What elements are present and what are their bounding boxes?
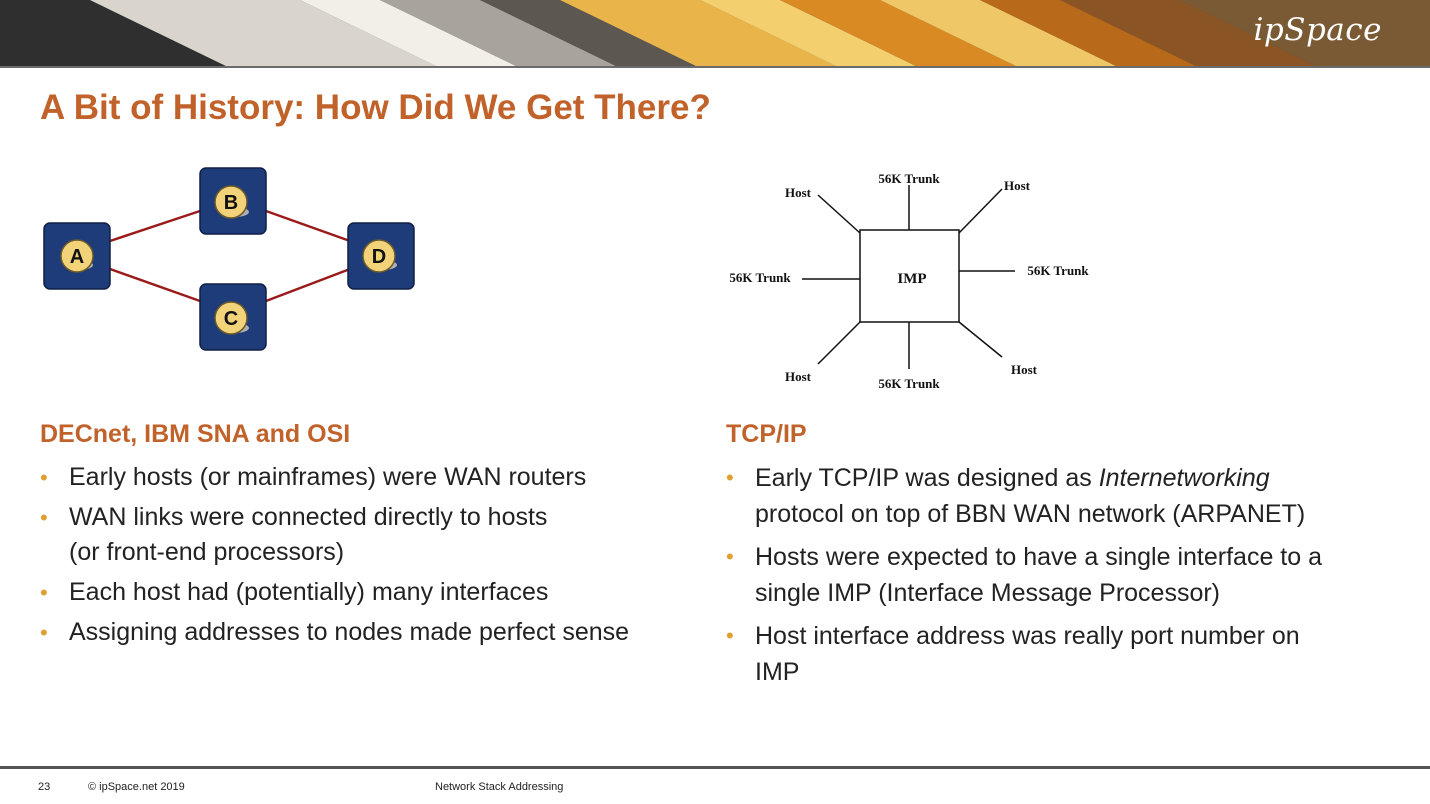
node-d-label: D [372,246,386,268]
imp-links [802,185,1015,369]
imp-diagram: IMP 56K Trunk Host Host 56K Trunk 56K Tr… [729,171,1089,391]
bullet-text: Hosts were expected to have a single int… [755,543,1322,571]
header-banner: ipSpace [0,0,1430,68]
bullet-text-continued: (or front-end processors) [69,538,345,566]
list-item: • Hosts were expected to have a single in… [726,539,1416,611]
label-host-top-right: Host [1004,178,1031,193]
bullet-dot: • [726,544,734,569]
host-bottom-right-line [958,321,1003,358]
label-host-bottom-left: Host [785,369,812,384]
node-b: B [199,167,267,235]
host-top-left-line [817,194,861,234]
banner-stripes [0,0,1430,68]
bullet-text-continued: IMP [755,658,800,686]
slide-number: 23 [38,781,51,793]
list-item: • Host interface address was really port … [726,618,1416,690]
bullet-text-continued: single IMP (Interface Message Processor) [755,579,1221,607]
node-a: A [43,222,111,290]
link-a-b [109,209,201,243]
right-heading: TCP/IP [726,420,807,448]
label-host-top-left: Host [785,185,812,200]
left-column: DECnet, IBM SNA and OSI • Early hosts (or… [40,420,700,655]
bullet-text: WAN links were connected directly to hos… [69,503,548,531]
network-diagram: A B C D [43,167,415,351]
bullet-dot: • [40,465,48,490]
footer-copyright: © ipSpace.net 2019 [88,781,185,793]
list-item: • Early TCP/IP was designed as Internetwo… [726,460,1416,532]
node-b-label: B [224,192,238,214]
host-bottom-left-line [817,321,861,365]
banner-divider [0,66,1430,68]
bullet-text: Host interface address was really port n… [755,622,1300,650]
label-trunk-top: 56K Trunk [878,171,940,186]
bullet-text: Each host had (potentially) many interfa… [69,578,549,606]
bullet-text: Early hosts (or mainframes) were WAN rou… [69,463,587,491]
bullet-emphasis: Internetworking [1098,464,1270,492]
list-item: • WAN links were connected directly to ho… [40,500,700,570]
list-item: • Assigning addresses to nodes made perfe… [40,615,700,650]
list-item: • Early hosts (or mainframes) were WAN ro… [40,460,700,495]
imp-label: IMP [897,271,926,287]
footer-deck-title: Network Stack Addressing [435,781,564,793]
node-c: C [199,283,267,351]
bullet-dot: • [40,505,48,530]
label-trunk-left: 56K Trunk [729,270,791,285]
link-c-d [265,267,351,303]
network-links [109,209,351,303]
right-bullet-list: • Early TCP/IP was designed as Internetwo… [726,460,1416,690]
label-host-bottom-right: Host [1011,362,1038,377]
right-column: TCP/IP • Early TCP/IP was designed as Int… [726,420,1416,697]
imp-box [859,229,960,323]
left-bullet-list: • Early hosts (or mainframes) were WAN ro… [40,460,700,650]
label-trunk-bottom: 56K Trunk [878,376,940,391]
slide-title: A Bit of History: How Did We Get There? [40,88,711,127]
ipspace-logo: ipSpace [1253,12,1382,48]
list-item: • Each host had (potentially) many interf… [40,575,700,610]
bullet-text-continued: protocol on top of BBN WAN network (ARPA… [755,500,1306,528]
bullet-dot: • [40,620,48,645]
bullet-text: Early TCP/IP was designed as [755,464,1099,492]
node-d: D [347,222,415,290]
host-top-right-line [958,188,1003,234]
node-c-label: C [224,308,238,330]
label-trunk-right: 56K Trunk [1027,263,1089,278]
bullet-dot: • [40,580,48,605]
link-b-d [265,209,351,243]
bullet-dot: • [726,623,734,648]
bullet-text: Assigning addresses to nodes made perfec… [69,618,630,646]
left-heading: DECnet, IBM SNA and OSI [40,420,351,448]
link-a-c [109,267,201,303]
footer-divider [0,766,1430,769]
node-a-label: A [70,246,84,268]
bullet-dot: • [726,465,734,490]
